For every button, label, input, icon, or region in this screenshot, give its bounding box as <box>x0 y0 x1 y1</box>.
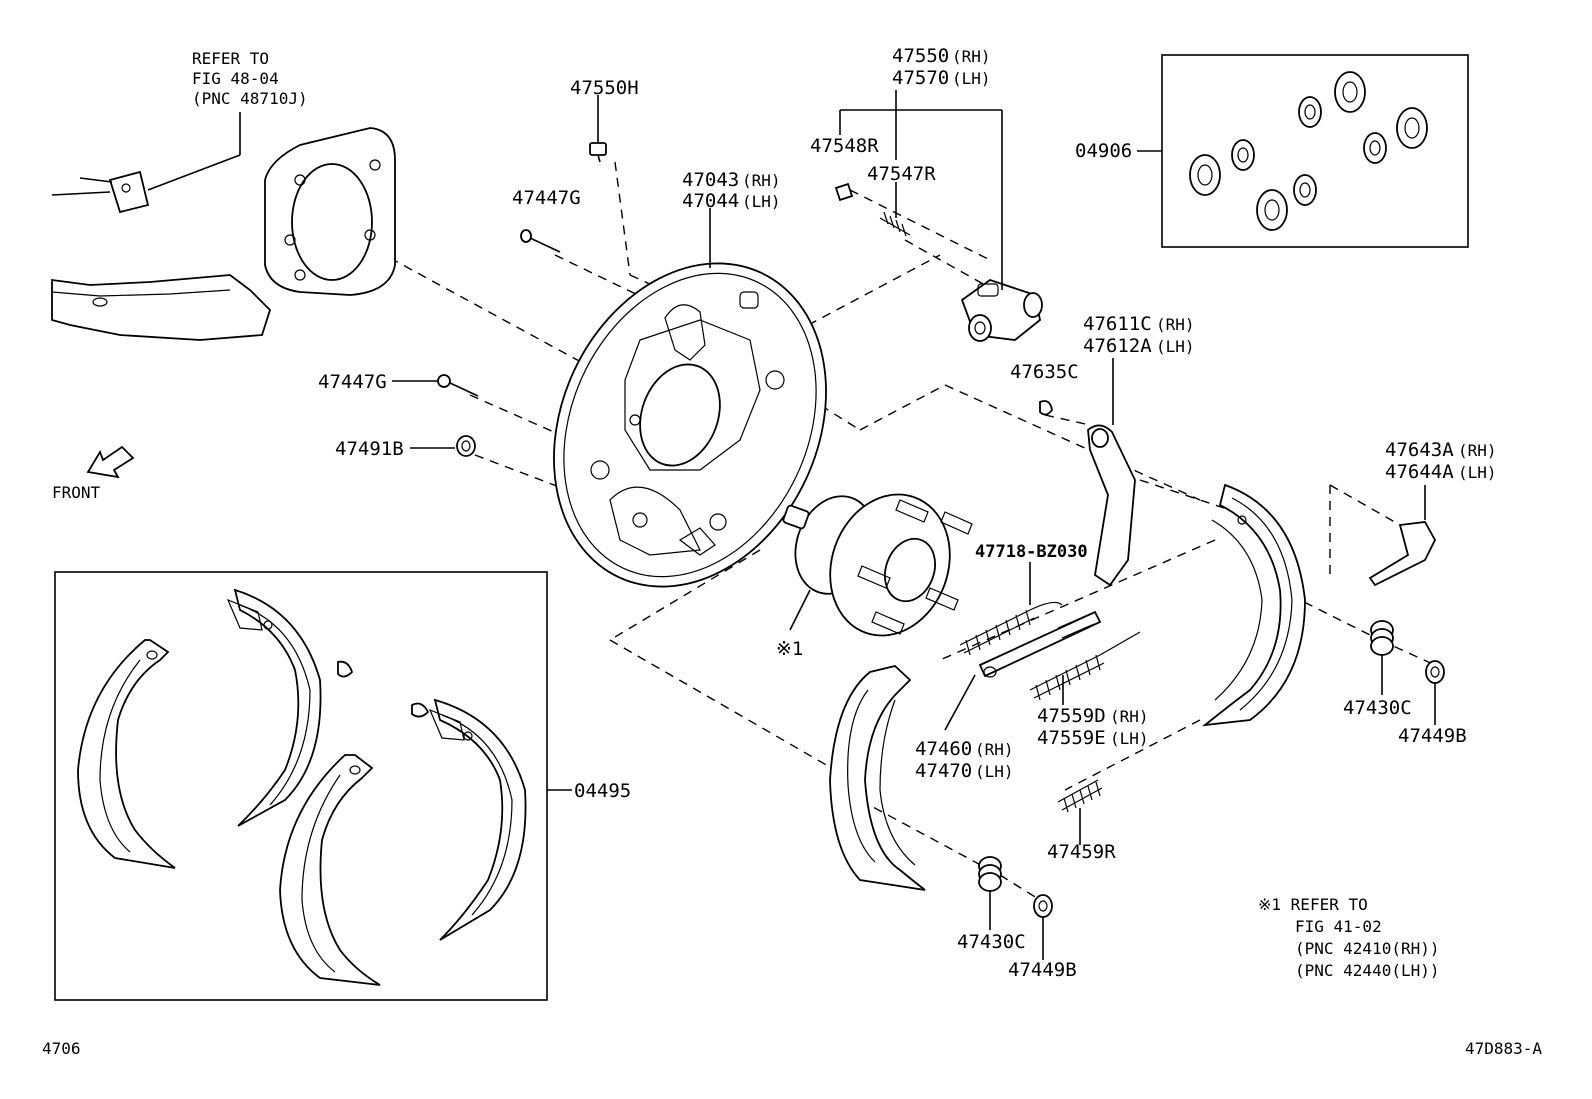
label-47559D-side: (RH) <box>1110 707 1149 726</box>
refer-bottom-line-2: FIG 41-02 <box>1295 917 1382 936</box>
cup-seals <box>1189 71 1428 231</box>
label-47550H: 47550H <box>570 77 639 99</box>
label-47449B-bottom: 47449B <box>1008 959 1077 981</box>
label-04906: 04906 <box>1075 140 1132 162</box>
footer-left: 4706 <box>42 1039 81 1058</box>
label-47460: 47460 <box>915 738 972 760</box>
hold-down-spring-bottom <box>978 856 1002 930</box>
footer-right: 47D883-A <box>1465 1039 1542 1058</box>
plug-47491B <box>410 435 476 457</box>
kit-shoe-3 <box>279 754 381 986</box>
rear-axle-hub <box>782 493 973 637</box>
parking-brake-lever <box>1087 358 1136 587</box>
label-47044: 47044 <box>682 190 739 212</box>
refer-line-3: (PNC 48710J) <box>192 89 308 108</box>
label-47644A-side: (LH) <box>1458 463 1497 482</box>
label-47550: 47550 <box>892 45 949 67</box>
label-47470: 47470 <box>915 760 972 782</box>
brake-backing-plate <box>553 262 827 588</box>
hold-down-spring-right <box>1370 620 1394 695</box>
kit-shoe-4 <box>411 698 527 941</box>
refer-line-2: FIG 48-04 <box>192 69 279 88</box>
hold-down-cup-bottom <box>1033 894 1053 960</box>
refer-bottom-line-4: (PNC 42440(LH)) <box>1295 961 1440 980</box>
brake-shoe-right <box>1202 483 1306 727</box>
return-spring-47718 <box>959 562 1063 656</box>
shoe-kit-box <box>54 571 548 1001</box>
label-47611C-side: (RH) <box>1156 315 1195 334</box>
adjuster-strut <box>944 610 1102 731</box>
label-note-1: ※1 <box>776 638 803 660</box>
rear-axle-beam <box>51 112 396 341</box>
bleeder-cap-47548R <box>834 182 854 202</box>
tension-spring-47459R <box>1057 779 1103 845</box>
hold-down-cup-right <box>1425 660 1445 725</box>
label-47043: 47043 <box>682 169 739 191</box>
front-label: FRONT <box>52 483 101 502</box>
label-47550-side: (RH) <box>952 47 991 66</box>
label-47559D: 47559D <box>1037 705 1106 727</box>
label-47449B-right: 47449B <box>1398 725 1467 747</box>
pin-47447G-top <box>520 229 561 253</box>
refer-line-1: REFER TO <box>192 49 269 68</box>
label-47430C-bottom: 47430C <box>957 931 1026 953</box>
label-47548R: 47548R <box>810 135 879 157</box>
label-47612A: 47612A <box>1083 335 1152 357</box>
bolt-47550H <box>589 95 607 163</box>
label-47043-side: (RH) <box>742 171 781 190</box>
label-47643A: 47643A <box>1385 439 1454 461</box>
label-47044-side: (LH) <box>742 192 781 211</box>
refer-bottom-line-3: (PNC 42410(RH)) <box>1295 939 1440 958</box>
bleeder-plug-47547R <box>879 182 911 237</box>
label-47447G-top: 47447G <box>512 187 581 209</box>
label-47718: 47718-BZ030 <box>975 542 1088 562</box>
leader-47550-bracket <box>839 90 1003 290</box>
label-04495: 04495 <box>574 780 631 802</box>
label-47635C: 47635C <box>1010 361 1079 383</box>
front-arrow-icon <box>86 445 135 479</box>
label-47559E: 47559E <box>1037 727 1106 749</box>
parking-strut-47643A <box>1368 485 1437 587</box>
label-47447G-left: 47447G <box>318 371 387 393</box>
label-47460-side: (RH) <box>975 740 1014 759</box>
wheel-cylinder <box>960 279 1043 342</box>
clip-47635C <box>1039 400 1053 416</box>
label-47612A-side: (LH) <box>1156 337 1195 356</box>
label-47644A: 47644A <box>1385 461 1454 483</box>
brake-shoe-left <box>829 665 926 891</box>
label-47430C-right: 47430C <box>1343 697 1412 719</box>
refer-bottom-line-1: ※1 REFER TO <box>1258 895 1368 914</box>
repair-kit-box <box>1161 54 1469 248</box>
kit-shoe-2 <box>226 588 354 827</box>
label-47611C: 47611C <box>1083 313 1152 335</box>
label-47559E-side: (LH) <box>1110 729 1149 748</box>
label-47643A-side: (RH) <box>1458 441 1497 460</box>
label-47459R: 47459R <box>1047 841 1116 863</box>
label-47491B: 47491B <box>335 438 404 460</box>
kit-shoe-1 <box>77 639 176 869</box>
label-47570: 47570 <box>892 67 949 89</box>
label-47470-side: (LH) <box>975 762 1014 781</box>
label-47547R: 47547R <box>867 163 936 185</box>
adjusting-spring-47559D <box>1029 631 1141 705</box>
pin-47447G-left <box>392 374 479 397</box>
hub-bolt-icon <box>857 499 973 635</box>
label-47570-side: (LH) <box>952 69 991 88</box>
